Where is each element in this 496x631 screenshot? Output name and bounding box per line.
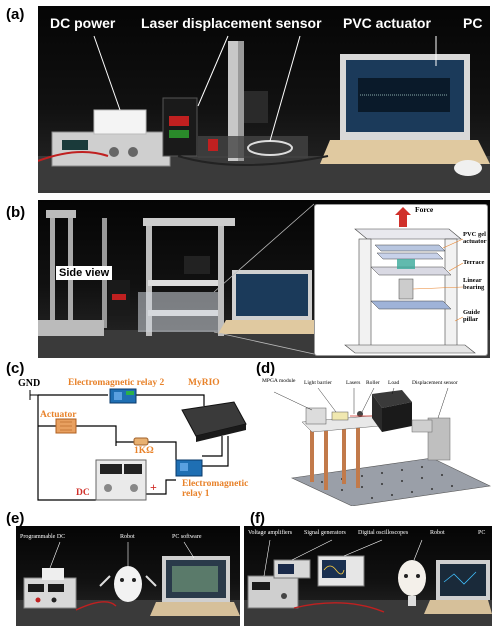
panel-a-scene [38, 35, 490, 193]
circuit-wires [29, 388, 247, 501]
mpga-module-label: MPGA module [262, 378, 296, 384]
dc-label: DC [76, 488, 90, 498]
gnd-label: GND [18, 378, 41, 389]
panel-d-render: MPGA module Light barrier Lasers Roller … [262, 378, 492, 507]
panel-e-label: (e) [6, 510, 25, 527]
panel-f-scene [244, 539, 492, 626]
dc-plus-label: + [150, 480, 157, 494]
side-view-label: Side view [56, 266, 113, 280]
panel-f-photo: Voltage amplifiers Signal generators Dig… [244, 526, 492, 626]
callout-dc-power: DC power [50, 15, 116, 31]
robot-label-f: Robot [430, 530, 445, 536]
robot-label-e: Robot [120, 534, 135, 540]
displacement-sensor-label: Displacement sensor [412, 380, 458, 386]
panel-b-label: (b) [6, 204, 26, 221]
pc-software-label: PC software [172, 534, 202, 540]
panel-f-label: (f) [250, 510, 265, 527]
myrio-label: MyRIO [188, 378, 220, 388]
roller-label: Roller [366, 380, 380, 386]
panel-a-label: (a) [6, 6, 25, 23]
signal-generators-label: Signal generators [304, 530, 346, 536]
relay-2-label: Electromagnetic relay 2 [68, 378, 165, 388]
panel-b-photo: Side view Force [38, 200, 490, 358]
callout-pc: PC [463, 15, 483, 31]
frame-schematic-inset: Force PVC gel actuator Terrace Linear be… [314, 204, 488, 356]
relay-1-label: Electromagnetic relay 1 [182, 479, 249, 499]
light-barrier-label: Light barrier [304, 380, 332, 386]
callout-pvc-actuator: PVC actuator [343, 15, 431, 31]
frame-schematic [344, 207, 476, 354]
panel-e-scene [16, 541, 240, 626]
guide-pillar-label: Guide pillar [463, 309, 480, 323]
pvc-gel-actuator-label: PVC gel actuator [463, 231, 487, 245]
terrace-label: Terrace [463, 259, 485, 266]
voltage-amplifiers-label: Voltage amplifiers [248, 530, 293, 536]
load-label: Load [388, 380, 400, 386]
panel-a-photo: DC power Laser displacement sensor PVC a… [38, 6, 490, 193]
linear-bearing-label: Linear bearing [463, 277, 485, 291]
breadboard-render [273, 387, 492, 507]
force-label: Force [415, 205, 434, 214]
panel-c-label: (c) [6, 360, 25, 377]
callout-laser-displacement-sensor: Laser displacement sensor [141, 15, 322, 31]
resistor-label: 1KΩ [134, 446, 154, 456]
programmable-dc-label: Programmable DC [20, 534, 66, 540]
lasers-label: Lasers [346, 380, 361, 386]
panel-e-photo: Programmable DC Robot PC software [16, 526, 240, 626]
panel-d-label: (d) [256, 360, 276, 377]
circuit-diagram: GND Electromagnetic relay 2 MyRIO Actuat… [16, 376, 248, 504]
digital-oscilloscopes-label: Digital oscilloscopes [358, 530, 409, 536]
actuator-label: Actuator [40, 410, 77, 420]
pc-label-f: PC [478, 530, 486, 536]
